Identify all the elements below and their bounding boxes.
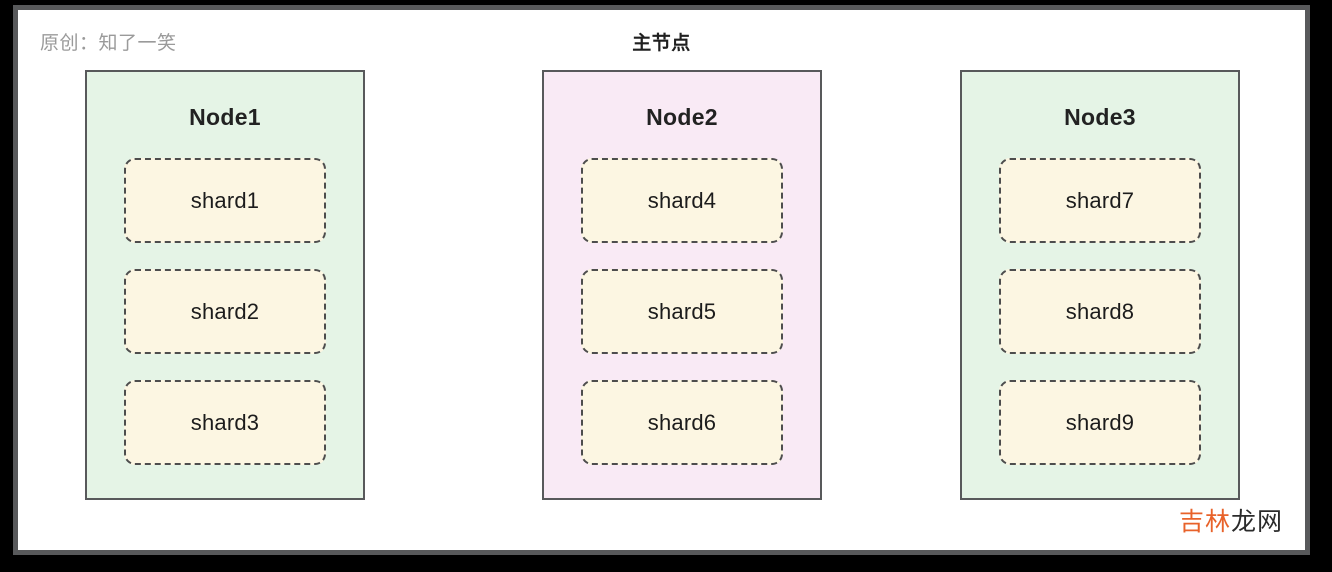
site-watermark-accent: 吉林 bbox=[1178, 508, 1231, 536]
origin-watermark-text: 原创：知了一笑 bbox=[40, 33, 177, 54]
site-watermark-plain: 龙网 bbox=[1230, 508, 1283, 536]
shard-box[interactable]: shard1 bbox=[124, 158, 326, 243]
diagram-frame: 原创：知了一笑 主节点 Node1 shard1 shard2 shard3 bbox=[13, 5, 1310, 555]
shard-label: shard5 bbox=[647, 298, 717, 324]
shard-label: shard2 bbox=[190, 298, 260, 324]
shard-box[interactable]: shard7 bbox=[999, 158, 1201, 243]
master-node-title: 主节点 bbox=[632, 33, 691, 54]
site-watermark: 吉林龙网 bbox=[1179, 502, 1283, 538]
shard-label: shard8 bbox=[1065, 298, 1135, 324]
shard-box[interactable]: shard9 bbox=[999, 380, 1201, 465]
shard-label: shard1 bbox=[190, 187, 260, 213]
shard-box[interactable]: shard2 bbox=[124, 269, 326, 354]
shard-box[interactable]: shard6 bbox=[581, 380, 783, 465]
node-title: Node2 bbox=[646, 104, 718, 130]
shard-label: shard7 bbox=[1065, 187, 1135, 213]
shard-list: shard1 shard2 shard3 bbox=[87, 158, 363, 465]
shard-label: shard6 bbox=[647, 409, 717, 435]
shard-box[interactable]: shard5 bbox=[581, 269, 783, 354]
node-title: Node3 bbox=[1064, 104, 1136, 130]
node-box-node1[interactable]: Node1 shard1 shard2 shard3 bbox=[85, 70, 365, 500]
shard-box[interactable]: shard4 bbox=[581, 158, 783, 243]
shard-label: shard9 bbox=[1065, 409, 1135, 435]
node-box-node3[interactable]: Node3 shard7 shard8 shard9 bbox=[960, 70, 1240, 500]
shard-list: shard4 shard5 shard6 bbox=[544, 158, 820, 465]
shard-list: shard7 shard8 shard9 bbox=[962, 158, 1238, 465]
shard-box[interactable]: shard3 bbox=[124, 380, 326, 465]
shard-label: shard4 bbox=[647, 187, 717, 213]
node-title: Node1 bbox=[189, 104, 261, 130]
nodes-row: Node1 shard1 shard2 shard3 Node2 bbox=[18, 70, 1305, 505]
node-box-node2[interactable]: Node2 shard4 shard5 shard6 bbox=[542, 70, 822, 500]
shard-label: shard3 bbox=[190, 409, 260, 435]
shard-box[interactable]: shard8 bbox=[999, 269, 1201, 354]
